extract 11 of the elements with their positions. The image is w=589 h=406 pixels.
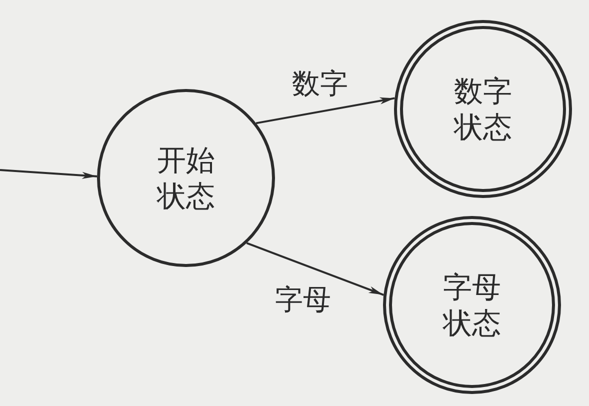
state-label: 字母状态 [442, 269, 502, 341]
arrow [0, 169, 98, 179]
double-state-circle [394, 20, 572, 198]
state-label: 数字状态 [452, 73, 513, 145]
arrow [256, 97, 395, 124]
edge-label: 字母 [273, 284, 333, 316]
double-state-circle [383, 216, 561, 394]
edge-label: 数字 [290, 68, 350, 100]
state-label: 开始状态 [156, 142, 216, 214]
arrow [246, 242, 384, 296]
state-circle [97, 89, 275, 267]
